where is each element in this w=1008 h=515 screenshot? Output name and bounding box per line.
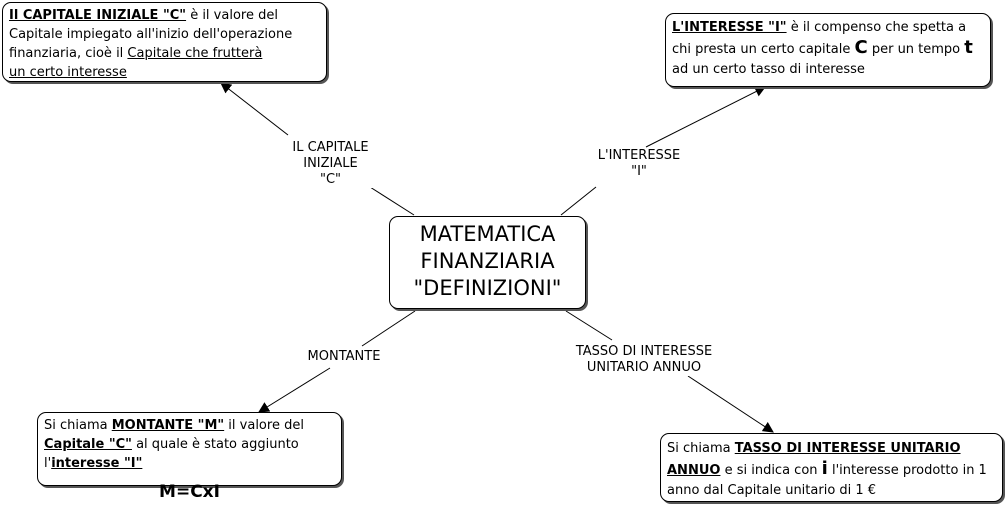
montante-text1: il valore del xyxy=(224,418,304,433)
capitale-text1: è il valore del Capitale impiegato all'i… xyxy=(9,8,293,61)
link-label-tasso-line1: TASSO DI INTERESSE xyxy=(575,344,713,359)
link-label-montante: MONTANTE xyxy=(299,349,389,365)
link-label-interesse-line2: "I" xyxy=(631,164,647,179)
connector-center-to-capitale-b xyxy=(220,82,289,136)
tasso-text1: e si indica con xyxy=(720,463,822,478)
center-title-line2: FINANZIARIA xyxy=(420,249,555,273)
node-montante[interactable]: Si chiama MONTANTE "M" il valore del Cap… xyxy=(37,412,342,502)
interesse-text1: è il compenso che spetta a chi presta un… xyxy=(672,20,967,57)
interesse-text3: ad un certo tasso di interesse xyxy=(672,62,865,77)
montante-text2: al quale è stato aggiunto l' xyxy=(44,437,299,471)
connector-center-to-montante-b xyxy=(258,367,331,413)
link-label-capitale-line3: "C" xyxy=(319,172,342,187)
link-label-capitale-line1: IL CAPITALE xyxy=(292,140,369,155)
link-label-montante-line1: MONTANTE xyxy=(307,349,381,364)
link-label-interesse-line1: L'INTERESSE xyxy=(597,148,681,163)
node-interesse[interactable]: L'INTERESSE "I" è il compenso che spetta… xyxy=(665,13,991,87)
connector-center-to-interesse-b xyxy=(645,86,766,148)
interesse-text2: per un tempo xyxy=(867,42,965,57)
montante-pre: Si chiama xyxy=(44,418,112,433)
node-capitale-iniziale[interactable]: Il CAPITALE INIZIALE "C" è il valore del… xyxy=(2,2,327,82)
interesse-symbol-c: C xyxy=(854,37,868,58)
tasso-symbol-i: i xyxy=(821,458,828,479)
interesse-symbol-t: t xyxy=(964,37,973,58)
capitale-link2: un certo interesse xyxy=(9,65,127,80)
connector-center-to-capitale-a xyxy=(369,186,415,216)
center-title-line3: "DEFINIZIONI" xyxy=(413,276,562,300)
connector-center-to-tasso-a xyxy=(565,310,613,341)
center-title-line1: MATEMATICA xyxy=(419,222,556,246)
capitale-link1: Capitale che frutterà xyxy=(127,46,263,61)
link-label-interesse: L'INTERESSE "I" xyxy=(587,148,691,180)
tasso-term: TASSO DI INTERESSE UNITARIO ANNUO xyxy=(667,441,961,478)
link-label-capitale: IL CAPITALE INIZIALE "C" xyxy=(283,140,378,188)
tasso-pre: Si chiama xyxy=(667,441,735,456)
montante-term: MONTANTE "M" xyxy=(111,418,225,433)
node-tasso-interesse[interactable]: Si chiama TASSO DI INTERESSE UNITARIO AN… xyxy=(660,433,1003,502)
montante-formula: M=CxI xyxy=(159,482,220,502)
connector-center-to-montante-a xyxy=(361,310,416,347)
connector-center-to-tasso-b xyxy=(687,375,774,433)
center-node[interactable]: MATEMATICA FINANZIARIA "DEFINIZIONI" xyxy=(389,216,586,309)
connector-center-to-interesse-a xyxy=(560,186,597,216)
montante-term-interesse: interesse "I" xyxy=(51,456,143,471)
interesse-term: L'INTERESSE "I" xyxy=(672,20,787,35)
link-label-tasso-line2: UNITARIO ANNUO xyxy=(586,360,702,375)
tasso-text2: l'interesse prodotto in 1 anno dal Capit… xyxy=(667,463,987,498)
capitale-term: Il CAPITALE INIZIALE "C" xyxy=(9,8,187,23)
link-label-tasso: TASSO DI INTERESSE UNITARIO ANNUO xyxy=(563,344,725,376)
link-label-capitale-line2: INIZIALE xyxy=(303,156,358,171)
montante-term-capitale: Capitale "C" xyxy=(44,437,132,452)
